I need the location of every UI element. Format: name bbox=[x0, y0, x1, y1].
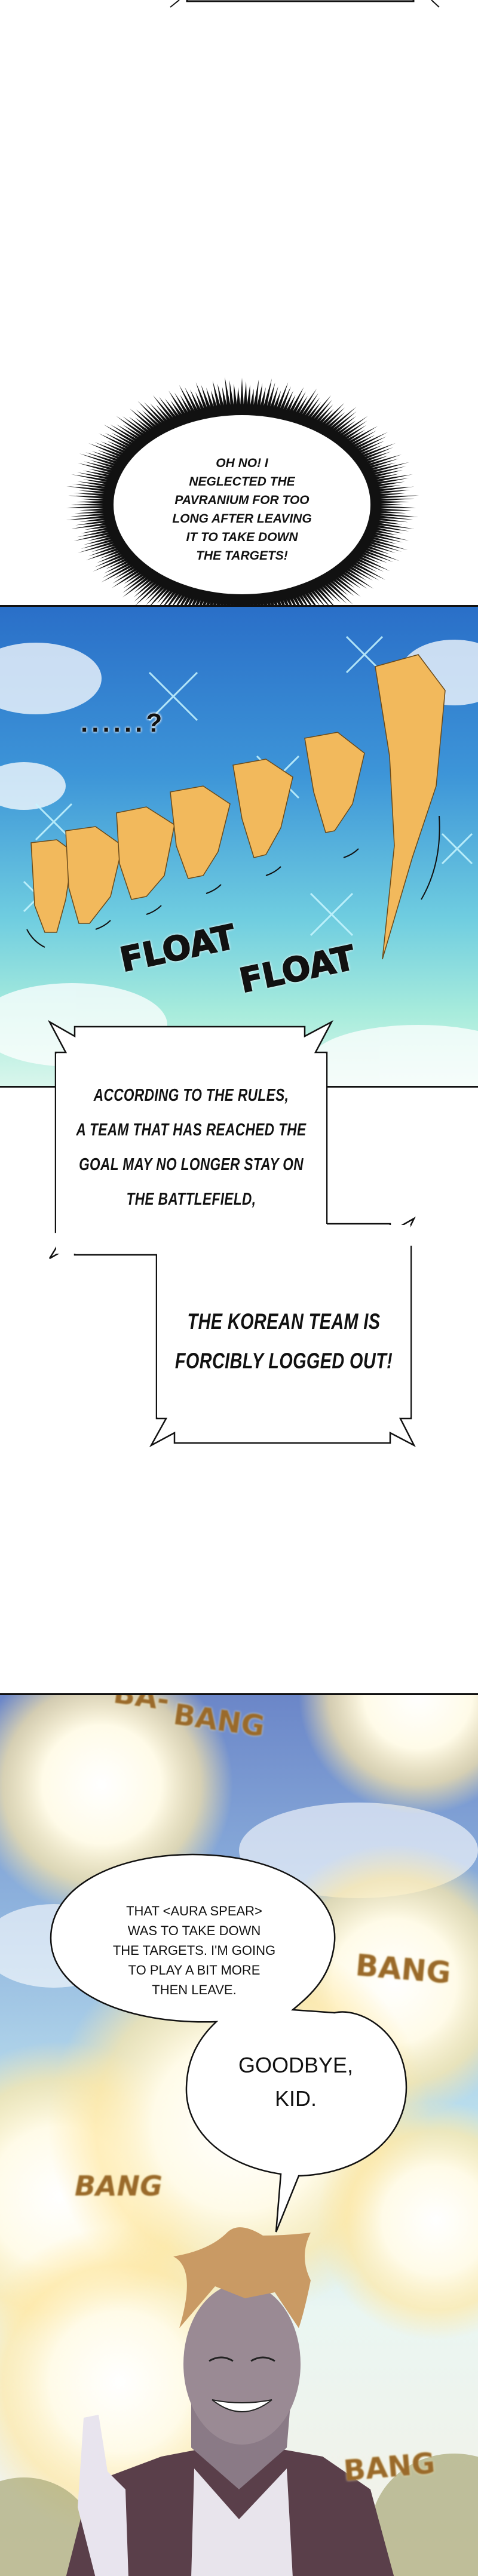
text-line: A TEAM THAT HAS REACHED THE bbox=[76, 1120, 307, 1140]
text-line: THE BATTLEFIELD, bbox=[126, 1190, 256, 1209]
trees bbox=[0, 2454, 478, 2576]
text-line: PAVRANIUM FOR TOO bbox=[174, 493, 310, 507]
text-line: THEN LEAVE. bbox=[152, 1982, 237, 1997]
text-line: KID. bbox=[274, 2086, 317, 2111]
text-line: GOAL MAY NO LONGER STAY ON bbox=[79, 1155, 304, 1174]
bang-panel-art bbox=[0, 1695, 478, 2576]
text-line: GOODBYE, bbox=[238, 2053, 354, 2077]
text-line: NEGLECTED THE bbox=[189, 475, 295, 489]
smiling-man bbox=[66, 2227, 394, 2576]
top-narration-box-edge bbox=[170, 0, 440, 8]
text-line: OH NO! I bbox=[216, 456, 268, 470]
text-line: IT TO TAKE DOWN bbox=[186, 530, 298, 544]
bang-panel: BA- BANG BANG BANG BANG bbox=[0, 1693, 478, 2576]
narration-box-2-text: THE KOREAN TEAM IS FORCIBLY LOGGED OUT! bbox=[167, 1302, 400, 1381]
narration-boxes bbox=[47, 1020, 416, 1448]
text-line: THAT <AURA SPEAR> bbox=[126, 1903, 262, 1918]
float-panel: ......? FLOAT FLOAT bbox=[0, 605, 478, 1088]
text-line: ACCORDING TO THE RULES, bbox=[93, 1086, 289, 1105]
text-line: THE TARGETS! bbox=[196, 549, 288, 563]
text-line: LONG AFTER LEAVING bbox=[172, 512, 312, 526]
thought-ellipsis: ......? bbox=[81, 708, 166, 738]
text-line: TO PLAY A BIT MORE bbox=[128, 1963, 261, 1978]
shout-bubble bbox=[66, 377, 419, 632]
text-line: WAS TO TAKE DOWN bbox=[127, 1923, 261, 1938]
text-line: THE TARGETS. I'M GOING bbox=[112, 1943, 276, 1958]
speech-bubble-1-text: THAT <AURA SPEAR> WAS TO TAKE DOWN THE T… bbox=[78, 1901, 311, 2000]
shout-bubble-text: OH NO! I NEGLECTED THE PAVRANIUM FOR TOO… bbox=[122, 454, 361, 565]
sfx-bang-3: BANG bbox=[75, 2170, 163, 2202]
floating-shards bbox=[30, 654, 446, 960]
narration-box-1-text: ACCORDING TO THE RULES, A TEAM THAT HAS … bbox=[75, 1078, 308, 1217]
text-line: THE KOREAN TEAM IS bbox=[187, 1309, 381, 1334]
speech-bubble-2-text: GOODBYE, KID. bbox=[203, 2049, 388, 2116]
text-line: FORCIBLY LOGGED OUT! bbox=[174, 1349, 393, 1373]
motion-lines bbox=[26, 815, 440, 948]
